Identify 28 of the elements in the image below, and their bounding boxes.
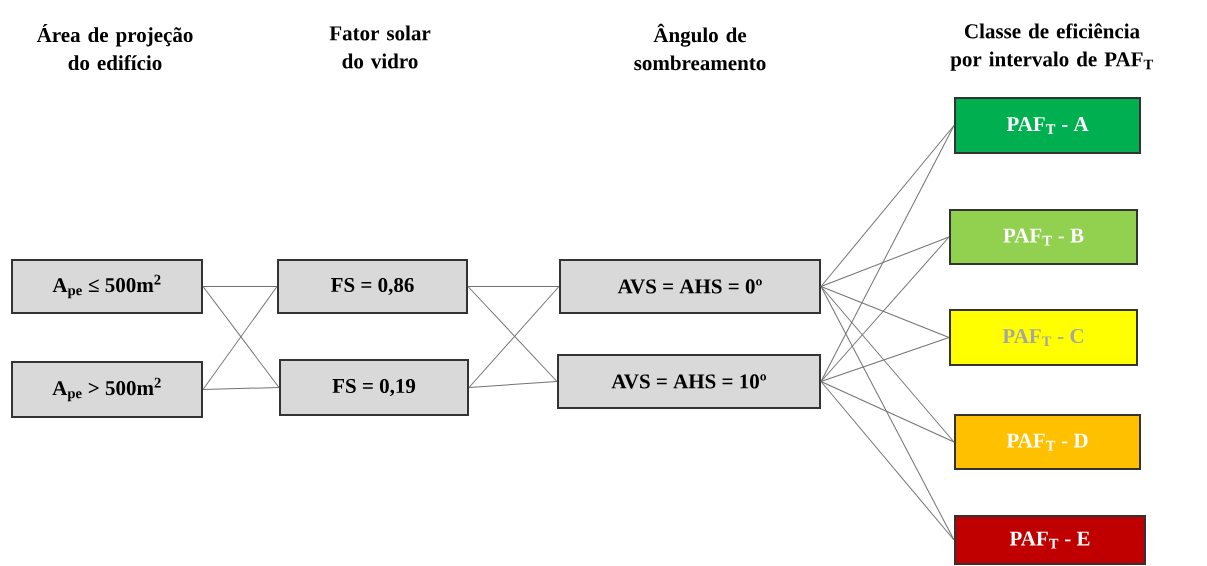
class-box: PAF$_{T}$ - C xyxy=(949,309,1138,366)
connector-line xyxy=(820,236,950,382)
connector-line xyxy=(820,286,955,443)
option-box: A$_{pe}$ > 500m$^{2}$ xyxy=(11,361,203,418)
connector-line xyxy=(820,125,955,287)
option-box: FS = 0,86 xyxy=(277,259,468,314)
column-heading: Classe de eficiência por intervalo de PAF$_{T}$ xyxy=(950,23,1154,71)
connector-line xyxy=(820,381,955,443)
column-heading: Área de projeção do edifício xyxy=(36,23,193,71)
option-box: AVS = AHS = 10º xyxy=(557,354,821,409)
connector-line xyxy=(202,286,278,287)
connector-line xyxy=(202,387,280,390)
class-box: PAF$_{T}$ - D xyxy=(954,414,1141,470)
connector-line xyxy=(820,286,950,338)
column-heading: Fator solar do vidro xyxy=(329,25,431,69)
connector-line xyxy=(820,337,950,382)
option-box: AVS = AHS = 0º xyxy=(559,259,821,314)
connector-line xyxy=(468,381,558,388)
connector-line xyxy=(820,381,955,541)
connector-line xyxy=(820,236,950,287)
option-box: A$_{pe}$ ≤ 500m$^{2}$ xyxy=(11,259,203,314)
option-box: FS = 0,19 xyxy=(279,359,469,416)
class-box: PAF$_{T}$ - B xyxy=(949,209,1138,265)
column-heading: Ângulo de sombreamento xyxy=(634,23,766,71)
connector-line xyxy=(467,286,560,287)
class-box: PAF$_{T}$ - E xyxy=(954,515,1146,565)
class-box: PAF$_{T}$ - A xyxy=(954,97,1141,154)
connector-line xyxy=(820,125,955,382)
